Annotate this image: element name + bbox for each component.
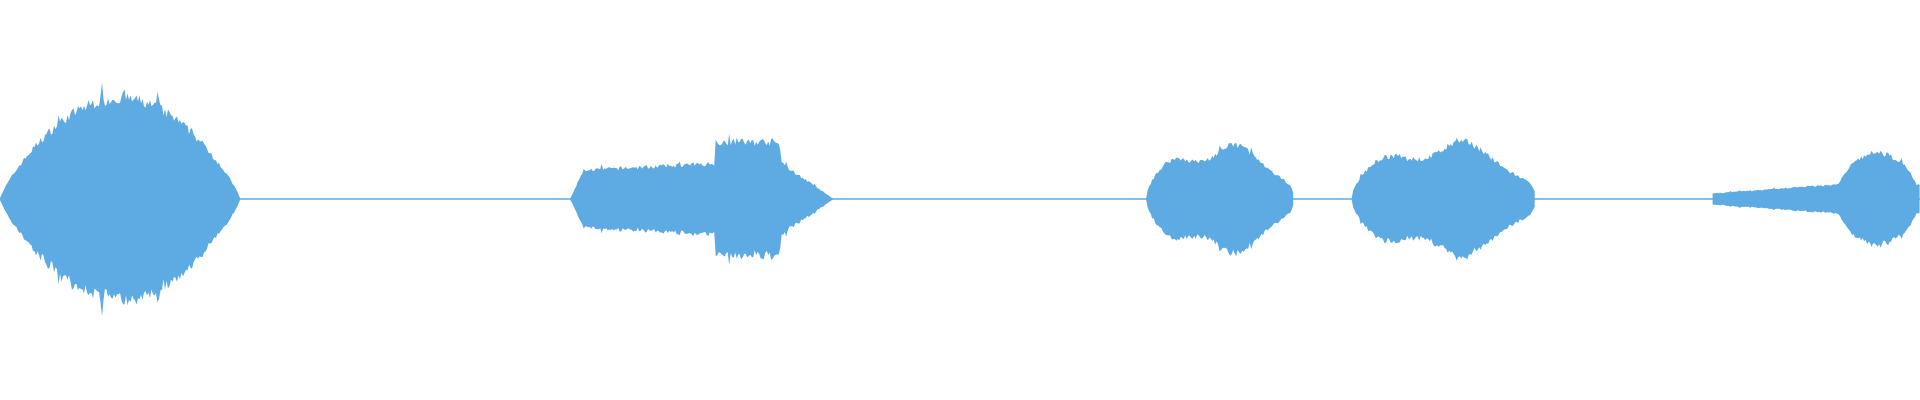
waveform-burst-4	[1351, 137, 1535, 261]
waveform-burst-1	[0, 82, 240, 317]
waveform-burst-3	[1146, 143, 1294, 257]
waveform-burst-5	[1712, 150, 1920, 248]
waveform-burst-2	[570, 133, 833, 266]
